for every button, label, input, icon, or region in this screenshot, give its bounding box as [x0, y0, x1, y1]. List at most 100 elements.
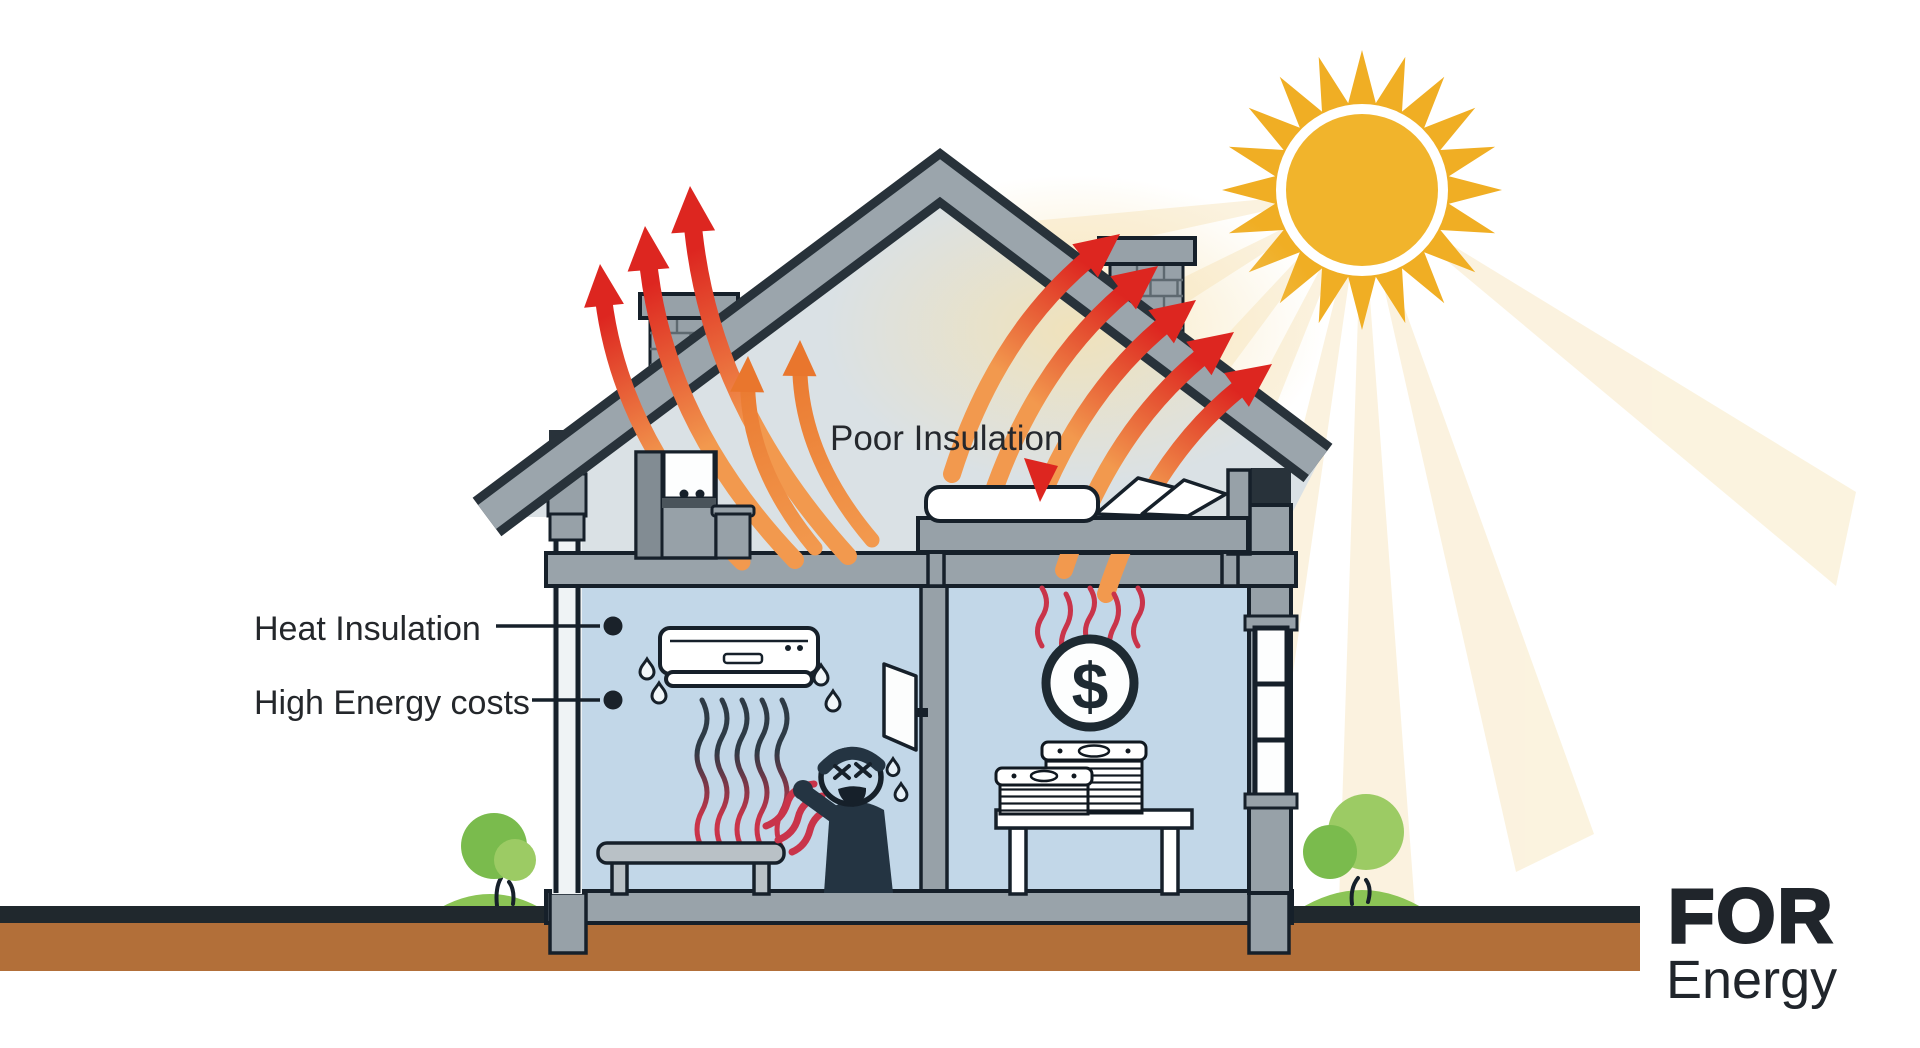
- logo-primary: FOR: [1668, 874, 1834, 959]
- person-angry-eyes: [833, 762, 872, 780]
- money-stack-icon: [994, 766, 1094, 816]
- bill-dot: [1011, 773, 1017, 779]
- poor-insulation-label: Poor Insulation: [830, 419, 1063, 458]
- table-leg: [1008, 826, 1028, 896]
- heat-arrow-head: [1224, 364, 1272, 407]
- ac-led: [797, 645, 803, 651]
- sun-beam: [1338, 190, 1416, 934]
- heat-arrow-head: [584, 264, 624, 308]
- water-drop-icon: [824, 688, 842, 713]
- heat-arrow-head: [671, 186, 716, 234]
- hot-person: [762, 746, 893, 893]
- left-room: [596, 626, 928, 896]
- heat-arrow-head: [730, 356, 765, 393]
- bush-stems: [1349, 876, 1372, 906]
- heat-arrow: [792, 352, 880, 548]
- bed-mattress: [924, 485, 1100, 523]
- dollar-symbol: $: [1072, 649, 1109, 723]
- bill-oval: [1029, 769, 1059, 783]
- bench-seat: [596, 841, 786, 865]
- heat-wave: [1131, 585, 1145, 649]
- sweat-drop-icon: [885, 755, 901, 778]
- person-hand: [793, 780, 813, 800]
- heat-wave: [734, 697, 750, 851]
- bed-leg: [1220, 550, 1240, 588]
- heat-arrow: [943, 239, 1110, 483]
- heat-arrow: [1097, 369, 1262, 603]
- heat-pointer-icon: [1024, 458, 1058, 502]
- cabinet-inset: [662, 450, 716, 500]
- cabinet-knob: [679, 489, 689, 499]
- heat-wave: [714, 697, 730, 851]
- heat-insulation-label: Heat Insulation: [254, 610, 481, 648]
- right-wall: [1243, 468, 1299, 895]
- for-energy-logo: FOR Energy: [1666, 873, 1837, 1011]
- heat-arrow-head: [1148, 300, 1196, 344]
- bush-stems: [494, 876, 516, 908]
- bed-leg: [926, 550, 946, 588]
- sun-beam: [1362, 190, 1594, 872]
- window-ledge-bottom: [1243, 792, 1299, 810]
- ac-handle: [722, 652, 764, 665]
- bill-dot: [1125, 748, 1131, 754]
- cabinet-step: [714, 512, 752, 560]
- heat-arrow: [979, 271, 1148, 517]
- bed-pillow: [1140, 478, 1228, 518]
- cabinet-shelf: [662, 498, 716, 508]
- bill-oval: [1077, 744, 1111, 758]
- bench-leg: [752, 860, 771, 896]
- left-wall-top-block: [548, 512, 586, 542]
- bush-foliage: [1303, 825, 1357, 879]
- bush-icon: [1298, 794, 1426, 910]
- air-conditioner-icon: [658, 626, 820, 688]
- heat-arrow-head: [1072, 234, 1120, 278]
- money-stack-body: [998, 780, 1090, 816]
- cabinet-column: [634, 450, 664, 560]
- heat-arrow-head: [627, 226, 670, 272]
- bill-dot: [1071, 773, 1077, 779]
- attic-bed: [916, 458, 1252, 588]
- divider-wall: [919, 584, 949, 896]
- high-energy-costs-label: High Energy costs: [254, 684, 530, 722]
- water-drop-icon: [650, 680, 668, 705]
- right-room: $: [994, 585, 1194, 896]
- water-drip-icons: [638, 656, 909, 803]
- heat-wave: [754, 697, 770, 851]
- fan-body: [882, 662, 918, 752]
- person-hair: [817, 746, 886, 775]
- attic-cabinet: [634, 450, 756, 560]
- money-top-bill: [994, 766, 1094, 787]
- table-leg: [1160, 826, 1180, 896]
- ground-soil: [0, 923, 1640, 971]
- leader-dot: [603, 616, 623, 636]
- callouts: Poor Insulation Heat Insulation High Ene…: [254, 419, 1063, 722]
- cabinet-knob: [695, 489, 705, 499]
- wall-fan-icon: [882, 662, 928, 752]
- water-drop-icon: [812, 662, 830, 687]
- bill-dot: [1057, 748, 1063, 754]
- water-drop-icon: [638, 656, 656, 681]
- bush-mound: [1298, 890, 1426, 910]
- sweat-drop-icon: [893, 780, 909, 803]
- floor-slab: [544, 889, 1294, 925]
- heat-arrow: [740, 368, 823, 556]
- person-mouth: [838, 786, 867, 807]
- dollar-circle: [1041, 634, 1139, 732]
- sun-disc: [1286, 114, 1438, 266]
- bench-leg: [610, 860, 629, 896]
- ac-body: [658, 626, 820, 676]
- leader-dot: [603, 690, 623, 710]
- bed-frame: [916, 516, 1250, 554]
- bench: [596, 841, 786, 896]
- left-wall: [546, 430, 588, 894]
- sun-beam: [1362, 190, 1856, 586]
- heat-arrow-head: [782, 340, 817, 377]
- heat-arrow: [638, 241, 804, 569]
- foundation-left: [548, 891, 588, 955]
- fan-bracket: [916, 708, 928, 717]
- heat-arrow-head: [1110, 266, 1158, 310]
- heat-wave: [694, 697, 710, 851]
- bush-foliage: [494, 839, 536, 881]
- foundation-right: [1247, 891, 1291, 955]
